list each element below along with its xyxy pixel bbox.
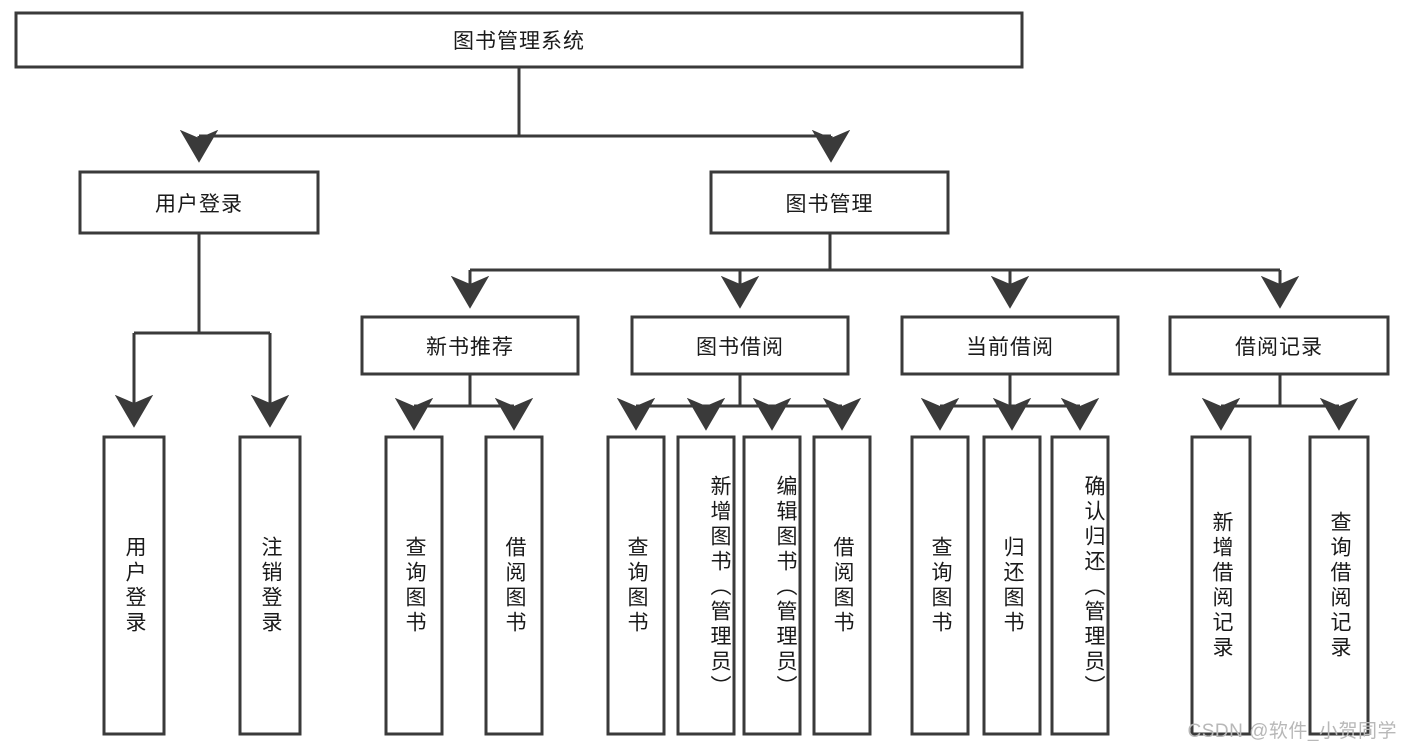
node-book-borrow-box[interactable] xyxy=(630,315,850,376)
leaf-borrow-book-rec-box[interactable] xyxy=(484,435,544,736)
csdn-watermark: CSDN @软件_小贺同学 xyxy=(1187,721,1397,742)
leaf-logout-login-box[interactable] xyxy=(238,435,302,736)
node-borrow-record-box[interactable] xyxy=(1168,315,1390,376)
node-root-box[interactable] xyxy=(14,11,1024,69)
node-new-book-recommend-box[interactable] xyxy=(360,315,580,376)
leaf-add-borrow-record-box[interactable] xyxy=(1190,435,1252,736)
node-book-manage-box[interactable] xyxy=(709,170,950,235)
leaf-edit-book-admin-box[interactable] xyxy=(742,435,802,736)
leaf-query-book-current-box[interactable] xyxy=(910,435,970,736)
node-current-borrow-box[interactable] xyxy=(900,315,1120,376)
leaf-add-book-admin-box[interactable] xyxy=(676,435,736,736)
leaf-return-book-box[interactable] xyxy=(982,435,1042,736)
leaf-query-book-rec-box[interactable] xyxy=(384,435,444,736)
leaf-query-book-borrow-box[interactable] xyxy=(606,435,666,736)
leaf-query-borrow-record-box[interactable] xyxy=(1308,435,1370,736)
node-user-login-box[interactable] xyxy=(78,170,320,235)
leaf-user-login-box[interactable] xyxy=(102,435,166,736)
leaf-confirm-return-admin-box[interactable] xyxy=(1050,435,1110,736)
leaf-borrow-book-borrow-box[interactable] xyxy=(812,435,872,736)
